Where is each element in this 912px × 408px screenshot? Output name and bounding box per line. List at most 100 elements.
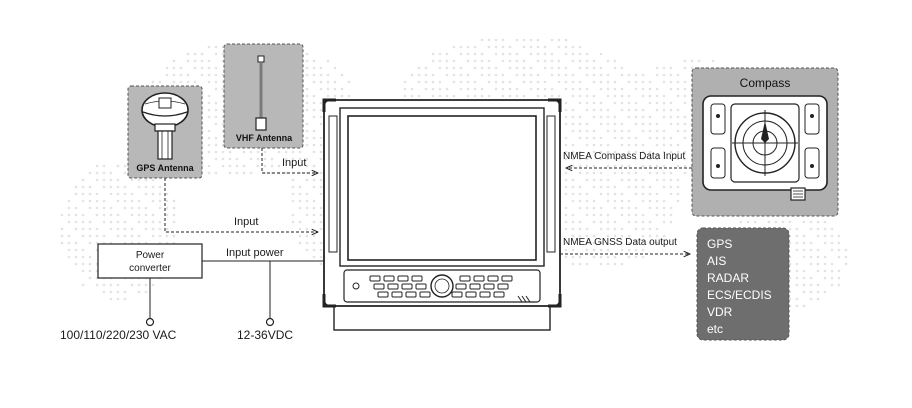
map-dot [305,136,309,140]
map-dot [305,206,309,210]
map-dot [494,87,498,91]
map-dot [585,192,589,196]
map-dot [634,178,638,182]
map-dot [655,157,659,161]
map-dot [116,297,120,301]
map-dot [676,164,680,168]
map-dot [683,80,687,84]
map-dot [137,213,141,217]
map-dot [102,178,106,182]
map-dot [109,185,113,189]
map-dot [627,80,631,84]
map-dot [67,206,71,210]
map-dot [557,66,561,70]
map-dot [592,94,596,98]
map-dot [305,143,309,147]
map-dot [627,171,631,175]
map-dot [165,213,169,217]
map-dot [130,283,134,287]
map-dot [564,122,568,126]
map-dot [823,227,827,231]
map-dot [592,73,596,77]
map-dot [305,164,309,168]
map-dot [655,108,659,112]
map-dot [151,234,155,238]
map-dot [613,255,617,259]
power-converter-box: Power converter [97,243,203,279]
map-dot [592,66,596,70]
map-dot [74,220,78,224]
map-dot [606,178,610,182]
map-dot [739,220,743,224]
map-dot [809,241,813,245]
map-dot [221,157,225,161]
map-dot [557,94,561,98]
map-dot [291,213,295,217]
compass-title: Compass [740,76,791,90]
map-dot [298,206,302,210]
map-dot [172,66,176,70]
map-dot [641,227,645,231]
map-dot [641,192,645,196]
map-dot [830,241,834,245]
map-dot [116,290,120,294]
map-dot [655,101,659,105]
output-targets-panel: GPS AIS RADAR ECS/ECDIS VDR etc [696,227,790,341]
map-dot [641,255,645,259]
map-dot [116,178,120,182]
map-dot [634,192,638,196]
map-dot [193,59,197,63]
map-dot [641,80,645,84]
map-dot [438,94,442,98]
map-dot [494,80,498,84]
map-dot [676,115,680,119]
map-dot [613,115,617,119]
map-dot [809,283,813,287]
map-dot [592,255,596,259]
map-dot [116,234,120,238]
map-dot [319,220,323,224]
map-dot [676,122,680,126]
map-dot [536,52,540,56]
display-screen [347,115,537,261]
map-dot [172,73,176,77]
input-power-label: Input power [226,247,284,259]
map-dot [438,80,442,84]
map-dot [319,213,323,217]
map-dot [606,94,610,98]
map-dot [242,150,246,154]
map-dot [319,87,323,91]
map-dot [613,101,617,105]
map-dot [641,129,645,133]
map-dot [592,199,596,203]
map-dot [109,192,113,196]
map-dot [305,129,309,133]
map-dot [655,164,659,168]
map-dot [599,227,603,231]
map-dot [585,94,589,98]
map-dot [67,255,71,259]
map-dot [172,206,176,210]
map-dot [137,283,141,287]
map-dot [473,94,477,98]
map-dot [641,87,645,91]
map-dot [816,234,820,238]
map-dot [207,80,211,84]
map-dot [669,157,673,161]
map-dot [438,59,442,63]
map-dot [564,143,568,147]
map-dot [109,213,113,217]
map-dot [480,38,484,42]
map-dot [445,66,449,70]
map-dot [109,171,113,175]
map-dot [606,108,610,112]
map-dot [417,66,421,70]
map-dot [676,143,680,147]
map-dot [669,122,673,126]
map-dot [599,115,603,119]
map-dot [634,227,638,231]
map-dot [123,192,127,196]
map-dot [641,213,645,217]
map-dot [298,234,302,238]
whip-antenna-icon [255,55,267,131]
